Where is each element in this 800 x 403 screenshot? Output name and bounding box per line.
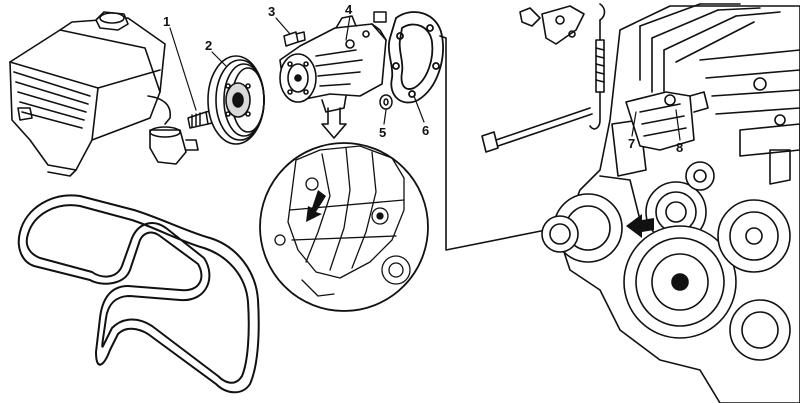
callout-leaders xyxy=(169,15,681,141)
callout-6: 6 xyxy=(422,123,429,138)
spring-and-bracket xyxy=(519,3,606,130)
sensor-tube xyxy=(149,126,199,165)
pump-to-engine-line xyxy=(439,35,557,251)
callout-3: 3 xyxy=(268,4,275,19)
callout-1: 1 xyxy=(163,14,170,29)
bolt-part-3 xyxy=(283,31,306,47)
water-pump-part-4 xyxy=(279,15,387,113)
callout-8: 8 xyxy=(676,140,683,155)
callout-7: 7 xyxy=(628,136,635,151)
serpentine-belt xyxy=(17,194,260,394)
air-filter-housing xyxy=(9,11,172,177)
tensioner-bracket-parts-7-8 xyxy=(625,91,709,151)
detail-inset xyxy=(259,142,429,312)
callout-2: 2 xyxy=(205,38,212,53)
callout-5: 5 xyxy=(379,125,386,140)
long-bolt xyxy=(481,107,593,153)
front-pulleys xyxy=(541,161,791,361)
inset-leader-line xyxy=(321,107,347,139)
washer-part-5 xyxy=(379,94,393,110)
gasket-part-6 xyxy=(388,11,444,104)
pulley-part-2 xyxy=(207,55,265,145)
bolt-near-4 xyxy=(373,11,387,23)
callout-4: 4 xyxy=(345,2,353,17)
